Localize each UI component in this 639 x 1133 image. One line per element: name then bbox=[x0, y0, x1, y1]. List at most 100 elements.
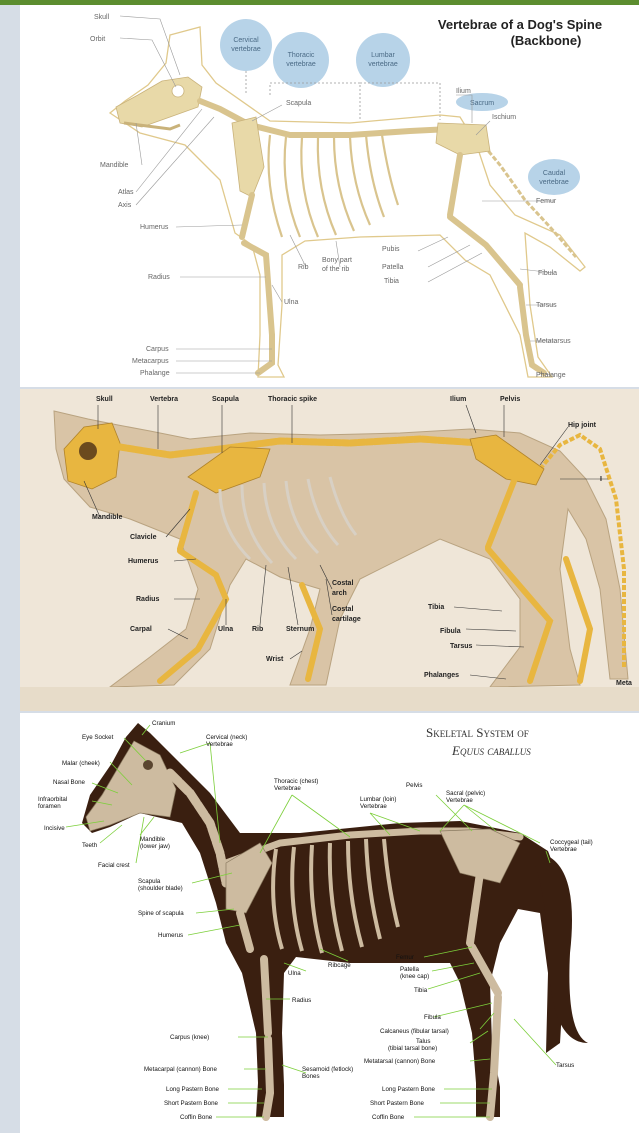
cat-label-sternum: Sternum bbox=[286, 626, 314, 633]
horse-label-facial-crest: Facial crest bbox=[98, 862, 130, 869]
dog-label-atlas: Atlas bbox=[118, 189, 134, 196]
horse-label-long-pastern: Long Pastern Bone bbox=[166, 1086, 220, 1093]
horse-label-lumbar-2: Vertebrae bbox=[360, 803, 387, 810]
horse-label-talus-2: (tibial tarsal bone) bbox=[388, 1045, 437, 1052]
cat-label-phalanges: Phalanges bbox=[424, 672, 459, 679]
dog-label-femur: Femur bbox=[536, 198, 557, 205]
lumbar-bubble: Lumbar vertebrae bbox=[356, 33, 410, 87]
dog-ribcage bbox=[269, 135, 399, 237]
cat-label-humerus: Humerus bbox=[128, 558, 158, 565]
horse-tail bbox=[534, 853, 588, 1043]
horse-label-lumbar-1: Lumbar (loin) bbox=[360, 796, 396, 803]
horse-label-teeth: Teeth bbox=[82, 842, 98, 849]
svg-text:Lumbar: Lumbar bbox=[371, 52, 395, 59]
cat-label-vertebra: Vertebra bbox=[150, 396, 178, 403]
horse-label-fibula: Fibula bbox=[424, 1014, 441, 1021]
dog-label-phalange-hind: Phalange bbox=[536, 372, 566, 379]
horse-label-malar: Malar (cheek) bbox=[62, 760, 100, 767]
dog-label-ischium: Ischium bbox=[492, 114, 516, 121]
horse-label-pelvis: Pelvis bbox=[406, 782, 423, 789]
cat-label-clavicle: Clavicle bbox=[130, 534, 157, 541]
cat-skeleton-panel: Skull Vertebra Scapula Thoracic spike Il… bbox=[20, 389, 639, 711]
horse-label-sacral-2: Vertebrae bbox=[446, 797, 473, 804]
dog-label-tibia: Tibia bbox=[384, 278, 399, 285]
cat-label-rib: Rib bbox=[252, 626, 263, 633]
cat-label-mandible: Mandible bbox=[92, 514, 122, 521]
dog-label-phalange: Phalange bbox=[140, 370, 170, 377]
horse-label-talus-1: Talus bbox=[416, 1038, 430, 1045]
horse-label-infraorbital-1: Infraorbital bbox=[38, 796, 67, 803]
dog-label-skull: Skull bbox=[94, 14, 110, 21]
cat-label-skull: Skull bbox=[96, 396, 113, 403]
cat-label-meta: Meta bbox=[616, 680, 632, 687]
cervical-bubble: Cervical vertebrae bbox=[220, 19, 272, 71]
horse-label-coffin-right: Coffin Bone bbox=[372, 1114, 405, 1121]
horse-label-sesamoid-1: Sesamoid (fetlock) bbox=[302, 1066, 353, 1073]
sacrum-bubble: Sacrum bbox=[456, 93, 508, 111]
horse-label-mandible-1: Mandible bbox=[140, 836, 166, 843]
horse-skeleton-diagram: Skeletal System of Equus caballus bbox=[20, 713, 639, 1133]
svg-text:vertebrae: vertebrae bbox=[539, 179, 569, 186]
horse-label-metatarsal: Metatarsal (cannon) Bone bbox=[364, 1058, 436, 1065]
horse-label-scapula-2: (shoulder blade) bbox=[138, 885, 183, 892]
horse-label-short-pastern: Short Pastern Bone bbox=[164, 1100, 219, 1107]
dog-hind-leg bbox=[450, 155, 544, 373]
cat-label-scapula: Scapula bbox=[212, 396, 239, 403]
horse-label-incisive: Incisive bbox=[44, 825, 65, 832]
horse-label-thoracic-2: Vertebrae bbox=[274, 785, 301, 792]
dog-label-bony-rib-1: Bony part bbox=[322, 257, 352, 264]
horse-label-radius: Radius bbox=[292, 997, 311, 1004]
horse-label-femur: Femur bbox=[396, 954, 414, 961]
dog-label-patella: Patella bbox=[382, 264, 404, 271]
horse-label-long-pastern-right: Long Pastern Bone bbox=[382, 1086, 436, 1093]
dog-orbit bbox=[172, 85, 184, 97]
cat-label-thoracic-spike: Thoracic spike bbox=[268, 396, 317, 403]
horse-label-infraorbital-2: foramen bbox=[38, 803, 61, 810]
thoracic-bubble: Thoracic vertebrae bbox=[273, 32, 329, 88]
cat-label-costal-arch-1: Costal bbox=[332, 580, 353, 587]
horse-label-short-pastern-right: Short Pastern Bone bbox=[370, 1100, 425, 1107]
horse-label-ulna: Ulna bbox=[288, 970, 301, 977]
dog-label-scapula: Scapula bbox=[286, 100, 311, 107]
cat-label-carpal: Carpal bbox=[130, 626, 152, 633]
horse-label-patella-1: Patella bbox=[400, 966, 419, 973]
horse-label-spine-scapula: Spine of scapula bbox=[138, 910, 184, 917]
dog-label-carpus: Carpus bbox=[146, 346, 169, 353]
dog-skeleton-panel: Vertebrae of a Dog's Spine (Backbone) Ce… bbox=[20, 5, 639, 387]
dog-skeleton-diagram: Vertebrae of a Dog's Spine (Backbone) Ce… bbox=[20, 5, 639, 387]
dog-pelvis bbox=[436, 123, 490, 155]
horse-label-cervical-2: Vertebrae bbox=[206, 741, 233, 748]
svg-text:Sacrum: Sacrum bbox=[470, 100, 494, 107]
horse-label-coccygeal-2: Vertebrae bbox=[550, 846, 577, 853]
dog-label-ulna: Ulna bbox=[284, 299, 299, 306]
horse-label-mandible-2: (lower jaw) bbox=[140, 843, 170, 850]
horse-label-tarsus: Tarsus bbox=[556, 1062, 574, 1069]
cat-label-tibia: Tibia bbox=[428, 604, 444, 611]
dog-label-metatarsus: Metatarsus bbox=[536, 338, 571, 345]
horse-label-humerus: Humerus bbox=[158, 932, 183, 939]
dog-subtitle: (Backbone) bbox=[511, 33, 582, 48]
horse-label-sesamoid-2: Bones bbox=[302, 1073, 320, 1080]
dog-label-metacarpus: Metacarpus bbox=[132, 358, 169, 365]
cat-label-tarsus: Tarsus bbox=[450, 643, 473, 650]
region-brackets bbox=[246, 71, 440, 120]
cat-eye-socket bbox=[79, 442, 97, 460]
svg-text:Caudal: Caudal bbox=[543, 170, 566, 177]
cat-label-edge-i: I bbox=[600, 476, 602, 483]
cat-label-ulna: Ulna bbox=[218, 626, 233, 633]
dog-skull bbox=[116, 77, 202, 127]
cat-label-ilium: Ilium bbox=[450, 396, 466, 403]
dog-label-ilium: Ilium bbox=[456, 88, 471, 95]
cat-label-pelvis: Pelvis bbox=[500, 396, 520, 403]
dog-label-humerus: Humerus bbox=[140, 224, 169, 231]
horse-label-thoracic-1: Thoracic (chest) bbox=[274, 778, 318, 785]
dog-front-leg bbox=[242, 195, 272, 373]
horse-label-eye-socket: Eye Socket bbox=[82, 734, 114, 741]
horse-label-carpus: Carpus (knee) bbox=[170, 1034, 209, 1041]
cat-label-fibula: Fibula bbox=[440, 628, 461, 635]
caudal-bubble: Caudal vertebrae bbox=[528, 159, 580, 195]
dog-label-radius: Radius bbox=[148, 274, 170, 281]
horse-label-metacarpal: Metacarpal (cannon) Bone bbox=[144, 1066, 217, 1073]
cat-label-radius: Radius bbox=[136, 596, 159, 603]
horse-skeleton-panel: Skeletal System of Equus caballus bbox=[20, 713, 639, 1133]
